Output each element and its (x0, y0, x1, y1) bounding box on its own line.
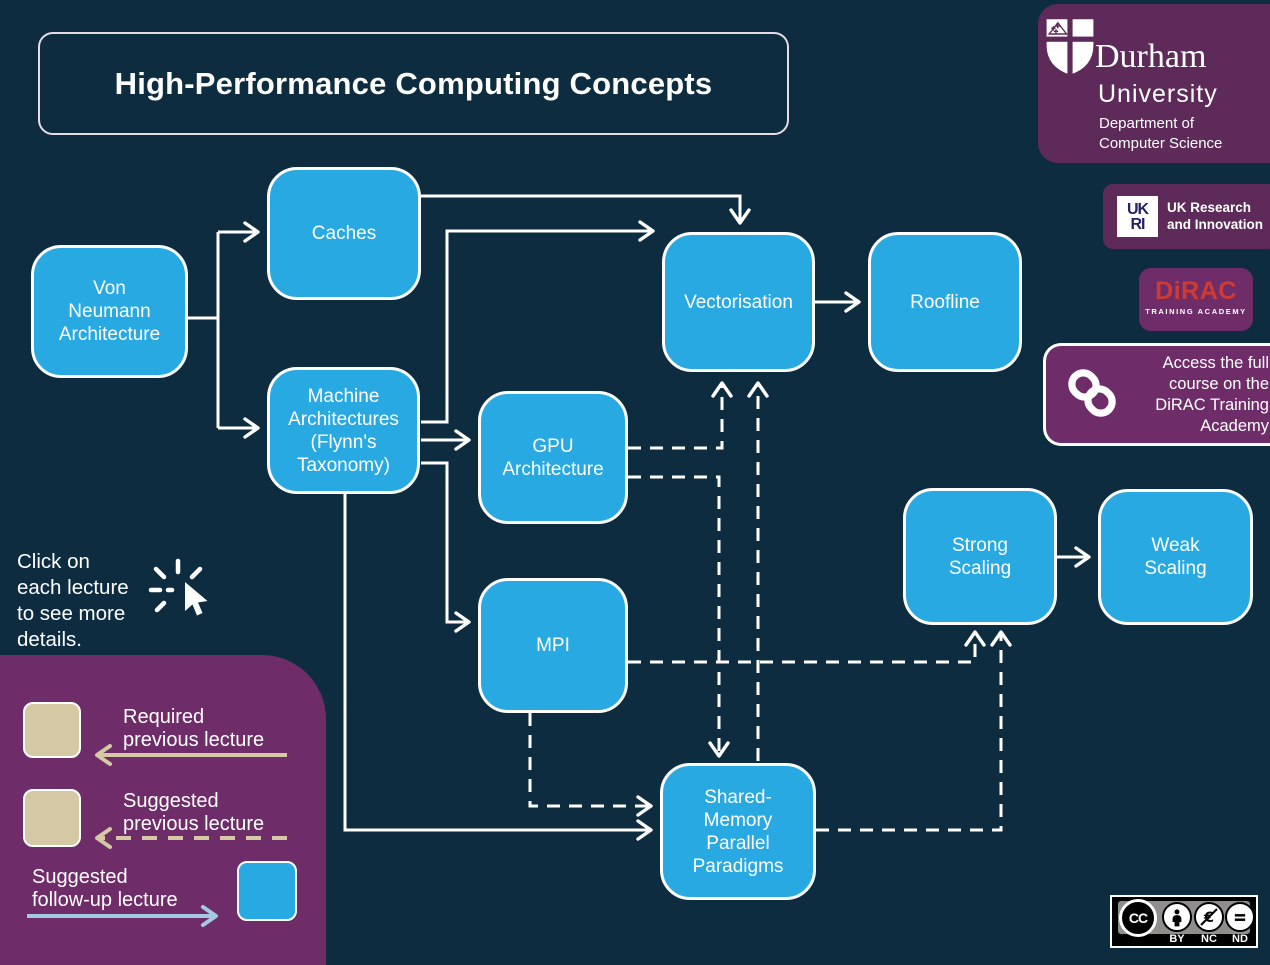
dashed-edge (628, 381, 733, 450)
ukri-label: UK Research and Innovation (1167, 200, 1263, 232)
node-roofline[interactable]: Roofline (868, 232, 1022, 372)
durham-shield-icon (1044, 17, 1096, 77)
dirac-name: DiRAC (1155, 277, 1237, 305)
dashed-edge (528, 713, 653, 817)
ukri-monogram-bottom: RI (1130, 215, 1146, 233)
cc-letters: CC (1128, 910, 1148, 926)
durham-subname: University (1098, 80, 1218, 108)
solid-edge (421, 194, 751, 225)
node-von-neumann[interactable]: Von Neumann Architecture (31, 245, 188, 378)
node-weak-scaling[interactable]: Weak Scaling (1098, 489, 1253, 625)
dashed-edge (628, 475, 730, 758)
dashed-edge (816, 630, 1012, 832)
node-strong-scaling[interactable]: Strong Scaling (903, 488, 1057, 625)
durham-name: Durham (1095, 38, 1207, 75)
page-title: High-Performance Computing Concepts (114, 65, 713, 101)
cc-logo-icon: CC (1119, 899, 1157, 937)
legend-follow-up-swatch (237, 861, 297, 921)
node-mpi[interactable]: MPI (478, 578, 628, 713)
dirac-subtitle: TRAINING ACADEMY (1145, 307, 1247, 316)
ukri-monogram-top: UK (1126, 200, 1149, 218)
cc-by-icon (1162, 902, 1192, 932)
ukri-monogram-icon: UK RI (1117, 196, 1158, 237)
dirac-logo-panel: DiRAC TRAINING ACADEMY (1139, 268, 1253, 331)
legend-follow-up-label: Suggested follow-up lecture (32, 866, 178, 911)
node-machine-arch[interactable]: Machine Architectures (Flynn's Taxonomy) (267, 367, 420, 494)
legend-suggested-prev-label: Suggested previous lecture (123, 790, 265, 835)
cc-nd-icon (1225, 902, 1255, 932)
dashed-edge (628, 630, 986, 664)
durham-logo-panel: Durham University Department of Computer… (1038, 4, 1270, 163)
access-course-text: Access the full course on the DiRAC Trai… (1155, 354, 1269, 435)
click-note: Click on each lecture to see more detail… (17, 550, 129, 651)
legend-suggested-prev-swatch (23, 789, 81, 847)
cc-license-badge[interactable]: CC € BY NC ND (1110, 895, 1258, 948)
cc-nd-label: ND (1232, 933, 1248, 945)
link-chain-icon (1068, 369, 1116, 417)
node-gpu[interactable]: GPU Architecture (478, 391, 628, 524)
node-vectorisation[interactable]: Vectorisation (662, 232, 815, 372)
title-box: High-Performance Computing Concepts (38, 32, 789, 135)
durham-department: Department of Computer Science (1099, 115, 1223, 152)
legend-required-swatch (23, 702, 81, 758)
cc-nc-label: NC (1201, 933, 1217, 945)
cc-nc-icon: € (1194, 902, 1224, 932)
cc-by-label: BY (1169, 933, 1185, 945)
ukri-logo-panel: UK RI UK Research and Innovation (1103, 184, 1270, 249)
solid-edge (421, 461, 471, 633)
node-shared-memory[interactable]: Shared- Memory Parallel Paradigms (660, 763, 816, 900)
access-course-link[interactable]: Access the full course on the DiRAC Trai… (1043, 343, 1270, 446)
legend-required-label: Required previous lecture (123, 706, 265, 751)
click-cursor-icon (148, 558, 208, 616)
node-caches[interactable]: Caches (267, 167, 421, 300)
